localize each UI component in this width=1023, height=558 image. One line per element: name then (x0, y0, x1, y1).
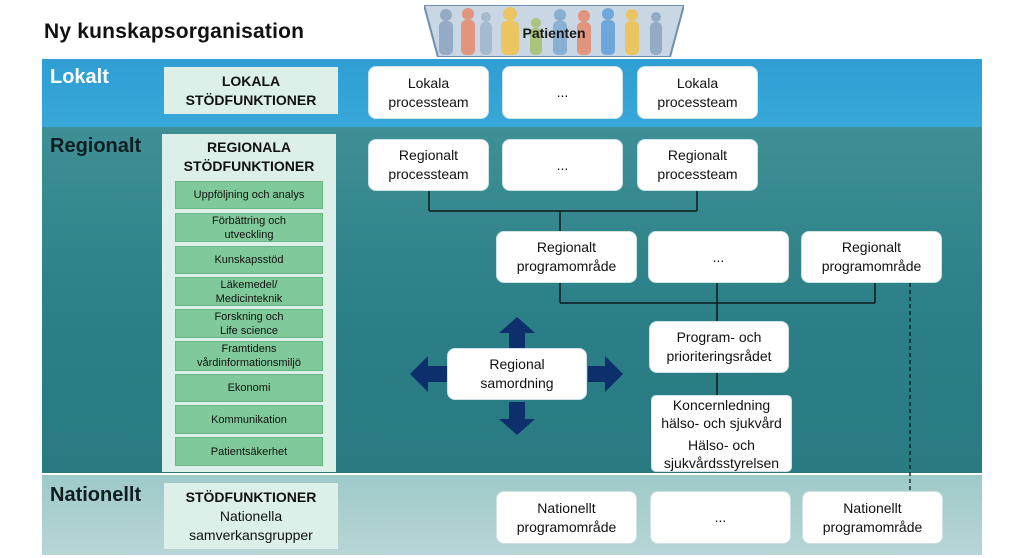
national-support-subtitle: Nationella samverkansgrupper (189, 508, 313, 543)
level-label-local: Lokalt (50, 66, 109, 88)
national-program-area-box: Nationellt programområde (802, 491, 943, 544)
program-council-box: Program- och prioriteringsrådet (649, 321, 789, 373)
support-item: Forskning och Life science (175, 309, 323, 338)
support-item: Patientsäkerhet (175, 437, 323, 466)
national-program-area-box: Nationellt programområde (496, 491, 637, 544)
regional-ellipsis-box: ... (502, 139, 623, 191)
national-ellipsis-box: ... (650, 491, 791, 544)
support-item: Kommunikation (175, 405, 323, 434)
local-process-team-box: Lokala processteam (368, 66, 489, 119)
local-support-panel: LOKALA STÖDFUNKTIONER (164, 67, 338, 114)
regional-support-panel: REGIONALA STÖDFUNKTIONER Uppföljning och… (162, 134, 336, 472)
local-ellipsis-box: ... (502, 66, 623, 119)
support-item: Uppföljning och analys (175, 181, 323, 209)
national-support-title: STÖDFUNKTIONER (185, 489, 317, 505)
regional-support-title: REGIONALA STÖDFUNKTIONER (183, 139, 315, 174)
regional-program-area-box: Regionalt programområde (496, 231, 637, 283)
patient-label: Patienten (522, 25, 586, 41)
support-item: Framtidens vårdinformationsmiljö (175, 341, 323, 371)
regional-process-team-box: Regionalt processteam (368, 139, 489, 191)
regional-program-ellipsis-box: ... (648, 231, 789, 283)
support-item: Ekonomi (175, 374, 323, 402)
local-support-title: LOKALA STÖDFUNKTIONER (185, 73, 317, 108)
local-process-team-box: Lokala processteam (637, 66, 758, 119)
patient-banner: Patienten (424, 5, 684, 57)
level-label-regional: Regionalt (50, 135, 142, 157)
coordination-arrows-icon (410, 317, 623, 435)
regional-process-team-box: Regionalt processteam (637, 139, 758, 191)
patient-people-image (424, 5, 684, 57)
support-item: Kunskapsstöd (175, 246, 323, 274)
diagram-title: Ny kunskapsorganisation (44, 20, 305, 43)
management-first: Koncernledning hälso- och sjukvård (661, 396, 782, 431)
support-item: Läkemedel/ Medicinteknik (175, 277, 323, 306)
management-box: Koncernledning hälso- och sjukvård Hälso… (651, 395, 792, 472)
regional-coordination-box: Regional samordning (447, 348, 587, 400)
management-second: Hälso- och sjukvårdsstyrelsen (663, 436, 780, 471)
support-item: Förbättring och utveckling (175, 213, 323, 242)
national-support-panel: STÖDFUNKTIONER Nationella samverkansgrup… (164, 483, 338, 549)
regional-program-area-box: Regionalt programområde (801, 231, 942, 283)
level-label-national: Nationellt (50, 484, 142, 506)
